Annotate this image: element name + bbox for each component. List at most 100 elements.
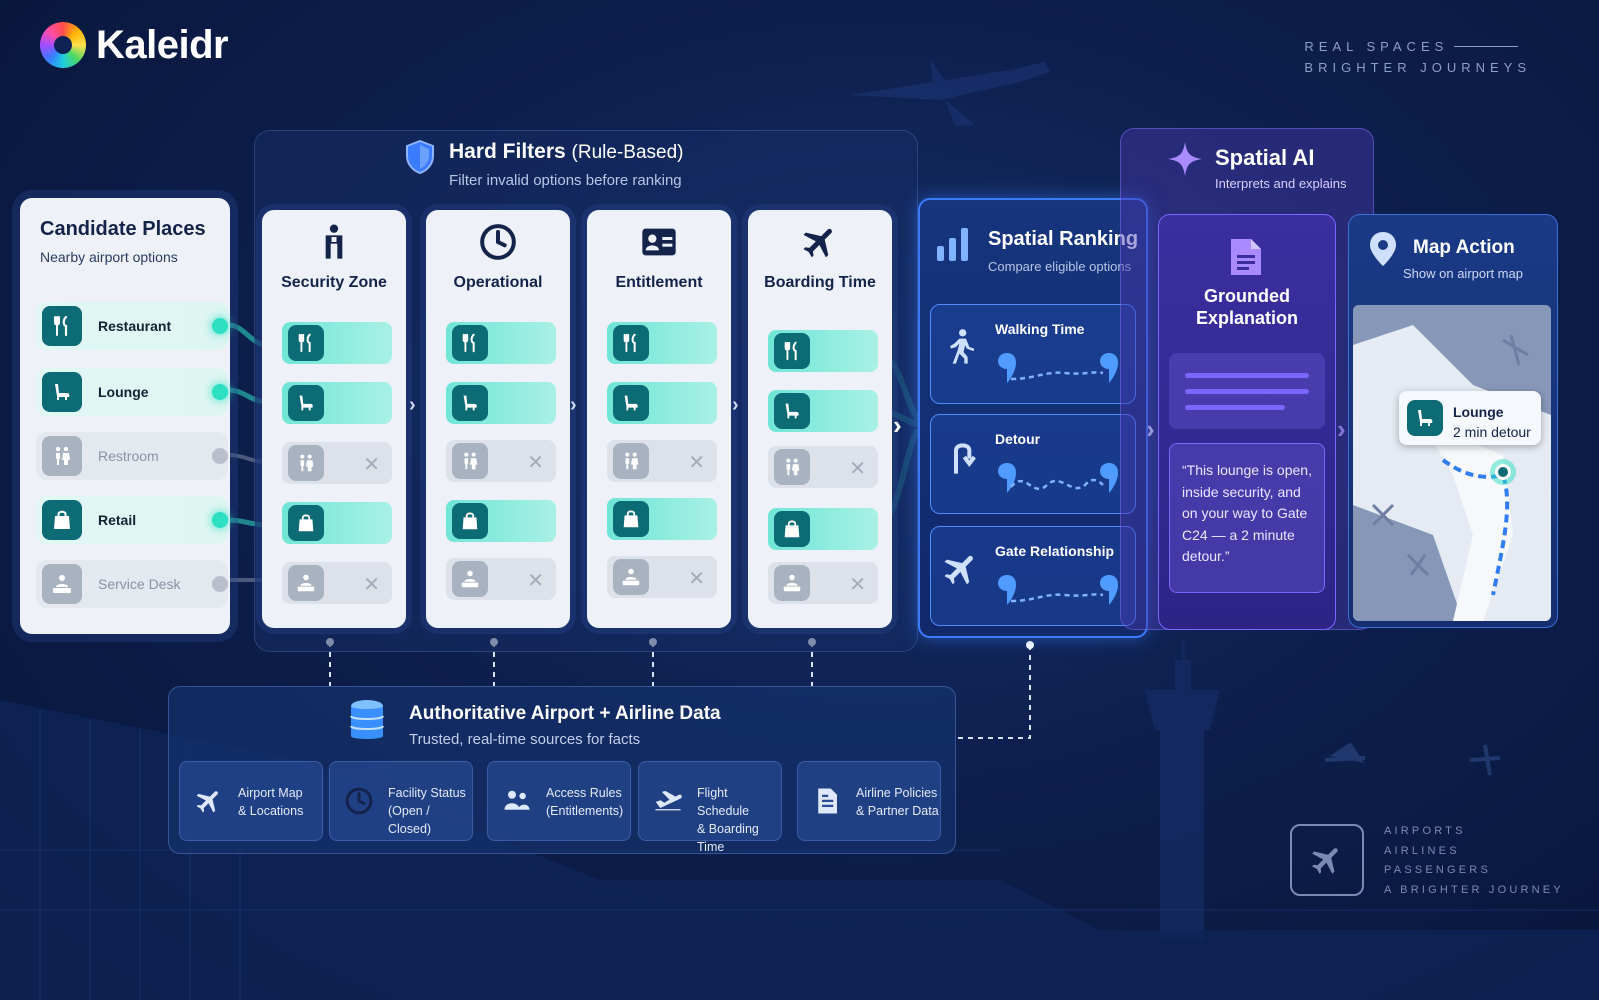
shopping-bag-icon — [288, 505, 324, 541]
chevron-right-icon: › — [1337, 414, 1346, 444]
chevron-right-icon: › — [1146, 414, 1155, 444]
service-desk-icon — [452, 561, 488, 597]
spatial-ranking-subtitle: Compare eligible options — [988, 259, 1132, 274]
tagline-line1: REAL SPACES — [1304, 39, 1449, 54]
lounge-chair-icon — [613, 385, 649, 421]
tagline: REAL SPACES BRIGHTER JOURNEYS — [1304, 36, 1531, 78]
restroom-icon — [452, 443, 488, 479]
restroom-icon — [613, 443, 649, 479]
filter-column-label: Boarding Time — [764, 274, 876, 291]
data-source-label: Facility Status(Open / Closed) — [388, 784, 472, 838]
lounge-chair-icon — [452, 385, 488, 421]
candidate-item-label: Restroom — [98, 448, 159, 464]
excluded-x-icon: ✕ — [688, 568, 705, 590]
filter-row — [282, 322, 392, 364]
excluded-x-icon: ✕ — [363, 454, 380, 476]
hard-filters-header: Hard Filters (Rule-Based) Filter invalid… — [405, 140, 683, 189]
chevron-right-icon: › — [409, 394, 416, 416]
hard-filters-subtitle: Filter invalid options before ranking — [449, 172, 682, 189]
filter-column: Operational✕✕ — [426, 210, 570, 628]
grounded-explanation-title-line2: Explanation — [1195, 308, 1298, 328]
data-source-label-line1: Airport Map — [238, 786, 303, 800]
candidate-places-subtitle: Nearby airport options — [40, 249, 178, 265]
shopping-bag-icon — [774, 511, 810, 547]
lounge-chair-icon — [1407, 400, 1443, 436]
map-action-subtitle: Show on airport map — [1403, 266, 1523, 281]
footer-line: AIRPORTS — [1384, 825, 1466, 837]
restroom-icon — [42, 436, 82, 476]
filter-row — [607, 498, 717, 540]
filter-column: Boarding Time ✕ ✕ — [748, 210, 892, 628]
candidate-item[interactable]: Restroom — [36, 432, 228, 480]
data-source-label-line2: (Entitlements) — [546, 804, 624, 818]
spatial-ai-title: Spatial AI — [1215, 145, 1315, 170]
control-tower — [1145, 640, 1220, 940]
data-source-label-line2: & Boarding Time — [697, 822, 759, 854]
data-source-label: Access Rules (Entitlements) — [546, 784, 623, 820]
excluded-x-icon: ✕ — [527, 570, 544, 592]
explanation-quote: “This lounge is open, inside security, a… — [1169, 443, 1325, 593]
candidate-item[interactable]: Lounge — [36, 368, 228, 416]
restroom-icon — [774, 449, 810, 485]
service-desk-icon — [42, 564, 82, 604]
airport-map[interactable]: Lounge 2 min detour — [1353, 305, 1551, 621]
eligibility-dot — [212, 448, 228, 464]
kaleidr-logo-icon — [40, 22, 86, 68]
people-icon — [504, 790, 530, 810]
shopping-bag-icon — [452, 503, 488, 539]
candidate-places-card: Candidate Places Nearby airport options … — [20, 198, 230, 634]
data-source-item: Access Rules (Entitlements) — [487, 761, 631, 841]
eligibility-dot — [212, 384, 228, 400]
shield-icon — [406, 140, 434, 174]
lounge-chair-icon — [42, 372, 82, 412]
data-source-item: Airport Map& Locations — [179, 761, 323, 841]
map-action-title: Map Action — [1413, 237, 1515, 258]
tagline-line2: BRIGHTER JOURNEYS — [1304, 60, 1531, 75]
filter-column-label: Entitlement — [615, 274, 703, 291]
brand-logo: Kaleidr — [40, 22, 229, 68]
bar-chart-icon — [937, 228, 968, 261]
database-icon — [350, 700, 384, 739]
plane-takeoff-icon — [655, 790, 682, 811]
airport-map-graphic — [1353, 305, 1551, 621]
filter-row: ✕ — [768, 562, 878, 604]
background-plane-small-2 — [1469, 744, 1501, 776]
hard-filters-title: Hard Filters (Rule-Based) — [449, 140, 684, 163]
data-source-label-line1: Access Rules — [546, 786, 622, 800]
excluded-x-icon: ✕ — [849, 458, 866, 480]
lounge-chair-icon — [288, 385, 324, 421]
sparkle-icon — [1168, 142, 1202, 176]
excluded-x-icon: ✕ — [688, 452, 705, 474]
filter-row: ✕ — [768, 446, 878, 488]
filter-row: ✕ — [446, 440, 556, 482]
airplane-icon — [944, 555, 973, 585]
map-callout[interactable]: Lounge 2 min detour — [1399, 391, 1541, 445]
data-sources-title: Authoritative Airport + Airline Data — [409, 703, 721, 724]
filter-row — [282, 382, 392, 424]
service-desk-icon — [613, 559, 649, 595]
data-source-label: Airline Policies& Partner Data — [856, 784, 939, 820]
filter-column-label: Security Zone — [281, 274, 387, 291]
route-path-graphic — [998, 463, 1118, 493]
data-source-item: Flight Schedule& Boarding Time — [638, 761, 782, 854]
eligibility-dot — [212, 576, 228, 592]
excluded-x-icon: ✕ — [849, 574, 866, 596]
airplane-icon — [1312, 848, 1338, 874]
candidate-item[interactable]: Restaurant — [36, 302, 228, 350]
filter-row: ✕ — [282, 562, 392, 604]
candidate-item[interactable]: Retail — [36, 496, 228, 544]
candidate-places-title: Candidate Places — [40, 218, 206, 240]
data-source-label-line2: & Partner Data — [856, 804, 939, 818]
filter-column: Entitlement ✕ ✕ — [587, 210, 731, 628]
data-source-item: Facility Status(Open / Closed) — [329, 761, 473, 841]
candidate-item[interactable]: Service Desk — [36, 560, 228, 608]
data-source-item: Airline Policies& Partner Data — [797, 761, 941, 841]
route-path-graphic — [998, 575, 1118, 605]
map-callout-detail: 2 min detour — [1453, 424, 1531, 440]
ranking-criterion-card: Gate Relationship — [930, 526, 1136, 626]
data-source-label-line1: Facility Status — [388, 786, 466, 800]
filter-row — [446, 322, 556, 364]
filter-row — [282, 502, 392, 544]
chevron-right-icon: › — [893, 410, 902, 440]
airplane-badge — [1290, 824, 1364, 896]
